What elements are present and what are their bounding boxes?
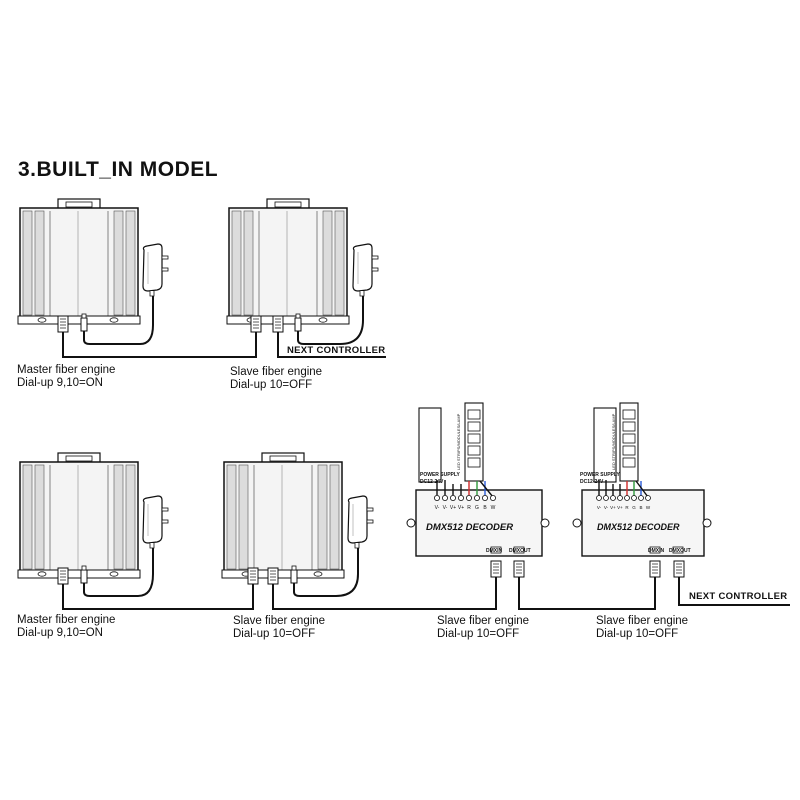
decoder-2-dmxout-plug (673, 560, 685, 578)
bottom-master-dc-plug (80, 565, 88, 584)
terminal-label: V- (443, 505, 448, 511)
bottom-master-dial: Dial-up 9,10=ON (17, 627, 103, 639)
terminal-label: W (646, 505, 651, 510)
top-master-adapter (142, 243, 169, 297)
decoder-2-voltage: DC12-24V (580, 479, 604, 485)
bottom-slave1-name: Slave fiber engine (233, 615, 326, 627)
bottom-next-controller-label: NEXT CONTROLLER (689, 591, 788, 602)
terminal-label: V- (604, 505, 609, 510)
decoder-1 (406, 402, 550, 557)
terminal-label: V+ (617, 505, 623, 510)
bottom-slave1-dial: Dial-up 10=OFF (233, 628, 316, 640)
terminal-label: B (483, 505, 487, 511)
terminal-label: G (632, 505, 636, 510)
top-slave-rj-plug-in (250, 315, 262, 333)
terminal-label: R (467, 505, 471, 511)
bottom-master-name: Master fiber engine (17, 614, 116, 626)
decoder-1-lamp-label: LED STRIPS/MODULES/LAMP (456, 413, 461, 470)
decoder-1-voltage: DC12-24V (420, 479, 444, 485)
top-next-controller-label: NEXT CONTROLLER (287, 345, 386, 356)
bottom-slave3-caption: Slave fiber engine Dial-up 10=OFF (596, 615, 688, 641)
bottom-slave-engine (221, 452, 345, 579)
decoder-2-label: DMX512 DECODER (597, 522, 680, 532)
top-master-rj-plug (57, 315, 69, 333)
terminal-label: G (475, 505, 479, 511)
decoder-2-dmxout: DMXOUT (669, 548, 691, 554)
decoder-2-lamp-label: LED STRIPS/MODULES/LAMP (611, 413, 616, 470)
decoder-1-dmxout-plug (513, 560, 525, 578)
top-slave-name: Slave fiber engine (230, 366, 323, 378)
top-slave-dc-plug (294, 313, 302, 332)
bottom-master-rj-plug (57, 567, 69, 585)
terminal-label: R (625, 505, 629, 510)
terminal-label: V+ (610, 505, 616, 510)
decoder-1-label: DMX512 DECODER (426, 522, 513, 533)
terminal-label: V+ (458, 505, 464, 511)
bottom-slave1-caption: Slave fiber engine Dial-up 10=OFF (233, 615, 325, 641)
bottom-master-engine (17, 452, 141, 579)
bottom-slave2-name: Slave fiber engine (437, 615, 530, 627)
terminal-label: V- (435, 505, 440, 511)
bottom-slave-dc-plug (290, 565, 298, 584)
bottom-master-caption: Master fiber engine Dial-up 9,10=ON (17, 614, 115, 640)
decoder-2-dmxin: DMXIN (648, 548, 665, 554)
decoder-2-power-supply: POWER SUPPLY (580, 472, 620, 478)
decoder-1-dmxin: DMXIN (486, 548, 503, 554)
top-slave-engine (226, 198, 350, 325)
top-slave-caption: Slave fiber engine Dial-up 10=OFF (230, 366, 322, 392)
bottom-master-adapter (142, 495, 169, 549)
terminal-label: V+ (450, 505, 456, 511)
bottom-slave2-dial: Dial-up 10=OFF (437, 628, 520, 640)
terminal-label: V- (597, 505, 602, 510)
bottom-slave3-name: Slave fiber engine (596, 615, 689, 627)
terminal-label: W (491, 505, 496, 511)
top-master-name: Master fiber engine (17, 364, 116, 376)
top-slave-adapter (352, 243, 379, 297)
bottom-slave-adapter (347, 495, 374, 549)
bottom-slave-rj-plug-out (267, 567, 279, 585)
decoder-1-power-supply: POWER SUPPLY (420, 472, 460, 478)
decoder-2 (572, 402, 712, 557)
top-master-dial: Dial-up 9,10=ON (17, 377, 103, 389)
bottom-cables (62, 548, 790, 610)
decoder-1-dmxin-plug (490, 560, 502, 578)
page-title: 3.BUILT_IN MODEL (18, 158, 219, 181)
top-slave-rj-plug-out (272, 315, 284, 333)
top-cables (62, 296, 386, 358)
top-master-caption: Master fiber engine Dial-up 9,10=ON (17, 364, 115, 390)
top-master-engine (17, 198, 141, 325)
top-master-dc-plug (80, 313, 88, 332)
decoder-1-dmxout: DMXOUT (509, 548, 531, 554)
top-slave-dial: Dial-up 10=OFF (230, 379, 313, 391)
bottom-slave3-dial: Dial-up 10=OFF (596, 628, 679, 640)
decoder-2-dmxin-plug (649, 560, 661, 578)
bottom-slave-rj-plug-in (247, 567, 259, 585)
terminal-label: B (639, 505, 642, 510)
bottom-slave2-caption: Slave fiber engine Dial-up 10=OFF (437, 615, 529, 641)
